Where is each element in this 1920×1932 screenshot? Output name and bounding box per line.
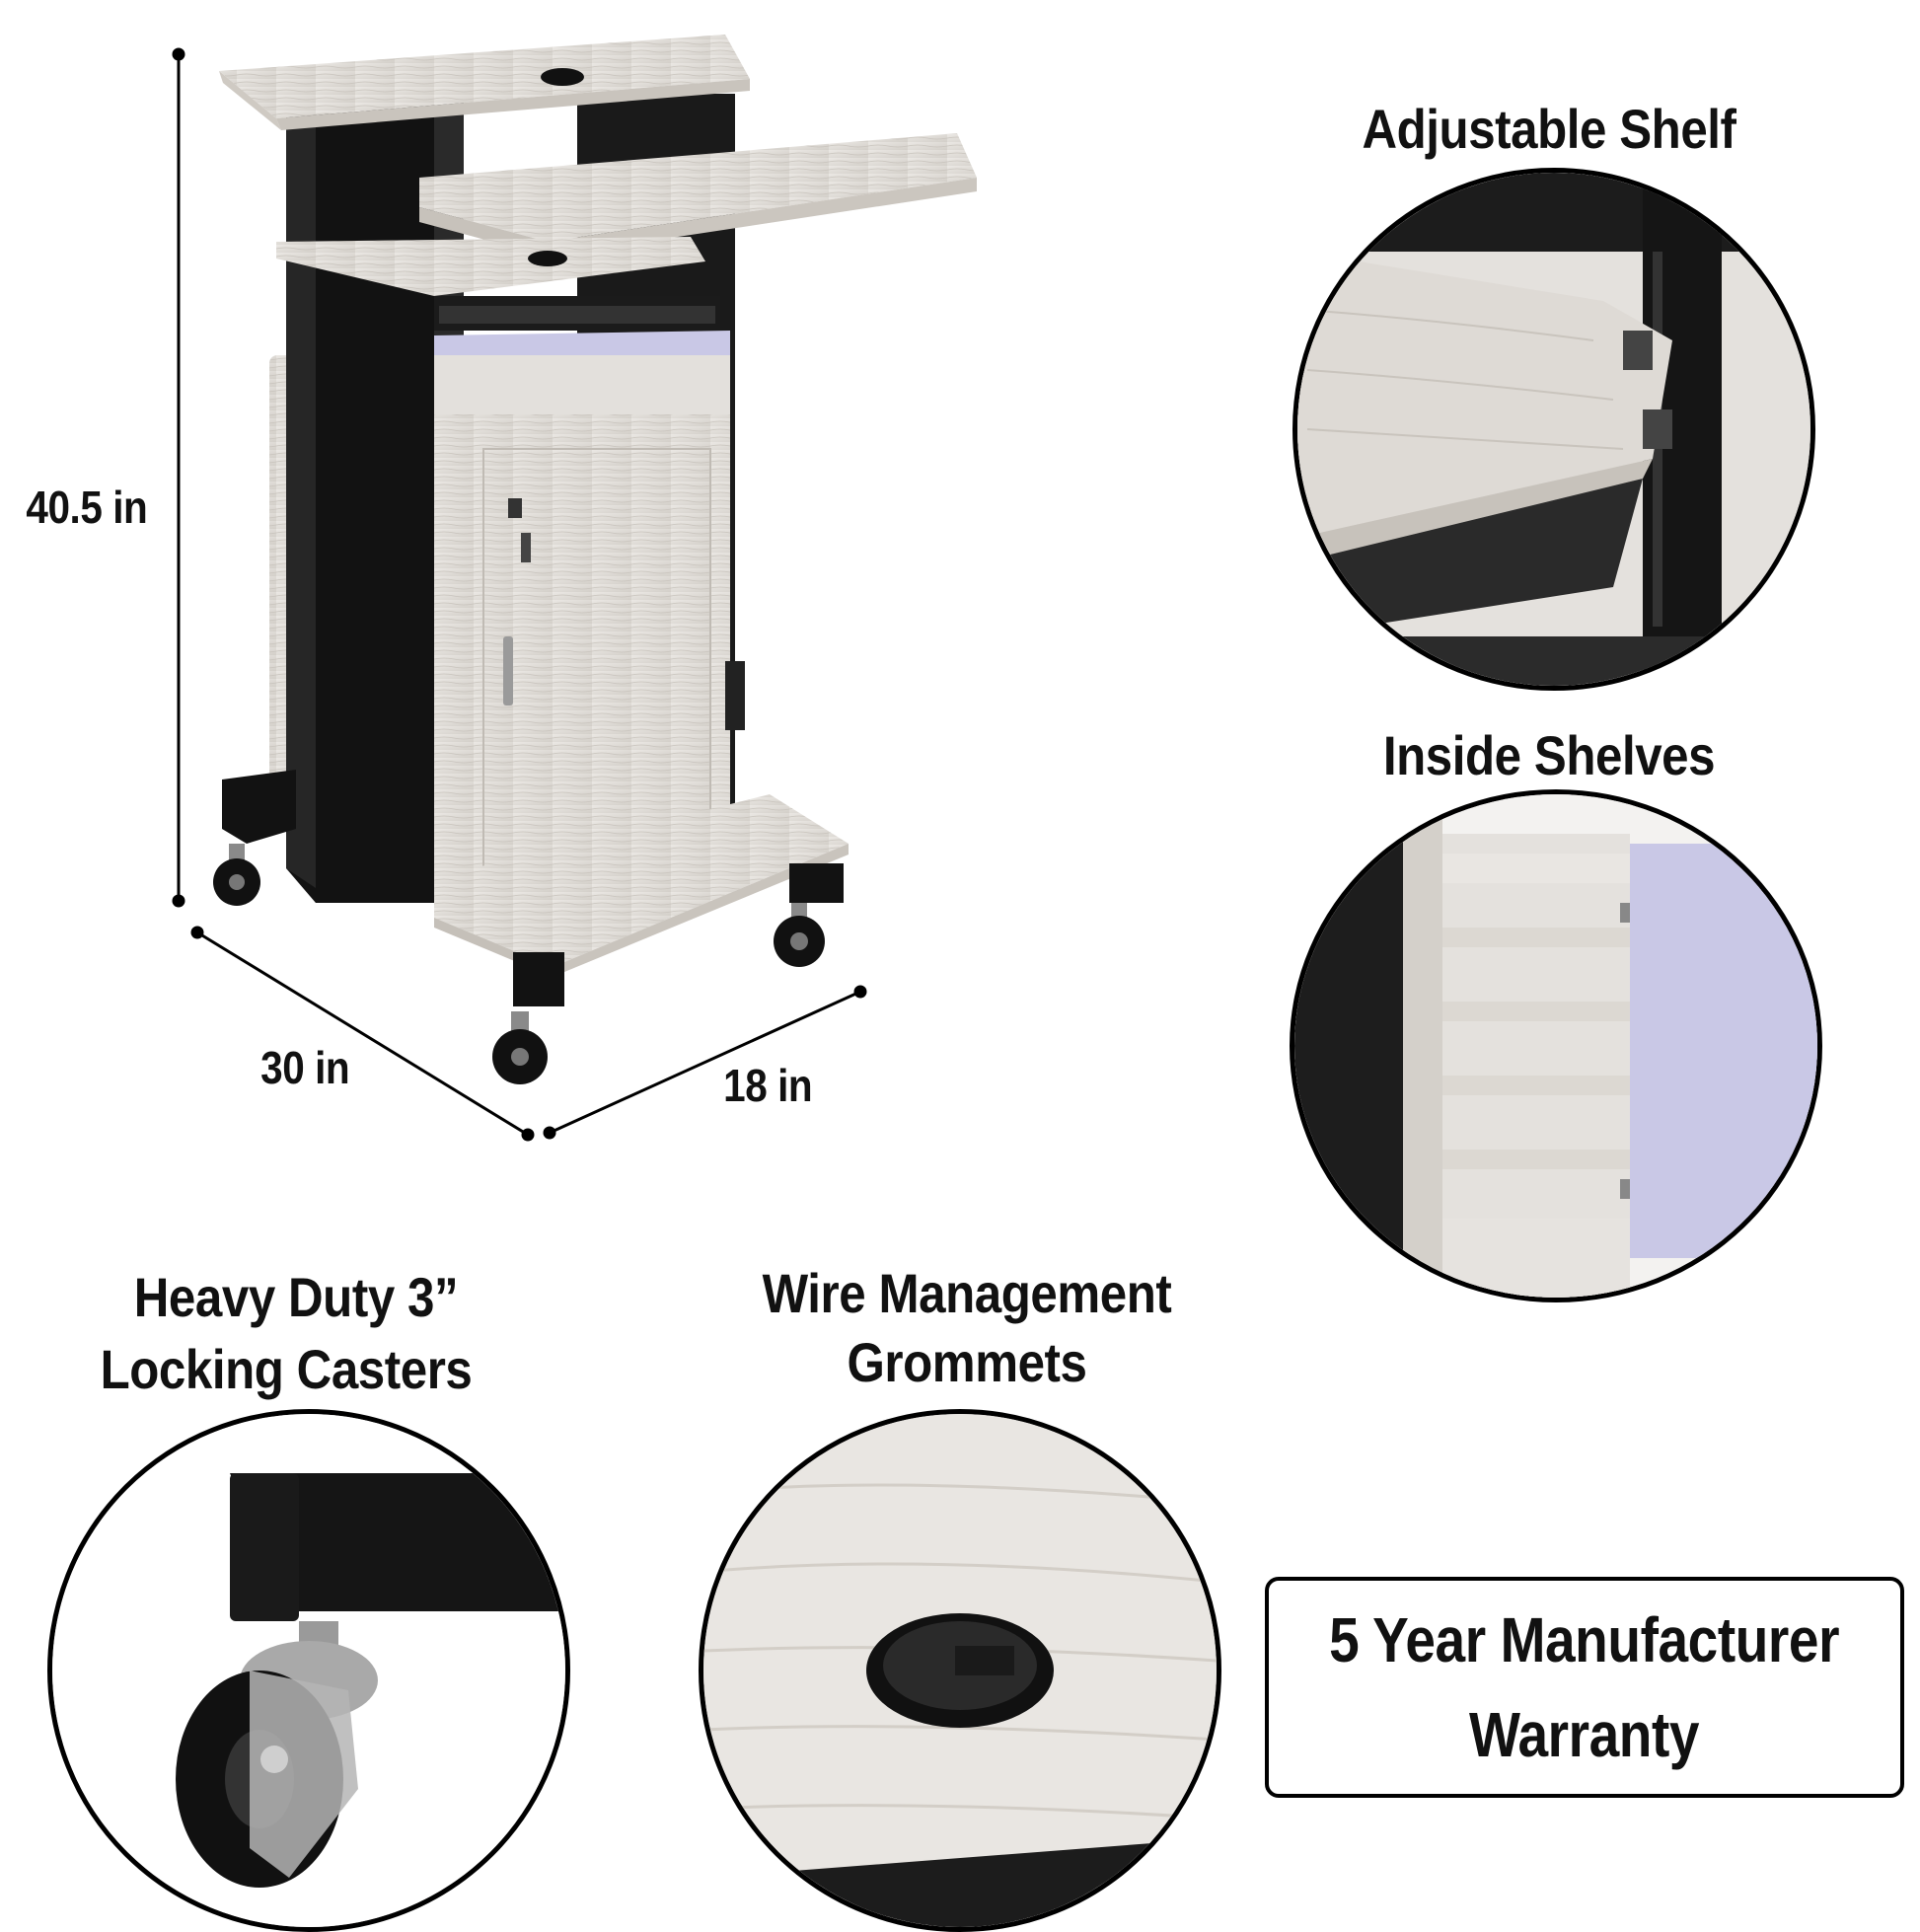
grommets-photo: [699, 1409, 1221, 1932]
casters-title-line1: Heavy Duty 3”: [133, 1266, 459, 1328]
casters-title-line2: Locking Casters: [100, 1338, 473, 1400]
adjustable-shelf-title: Adjustable Shelf: [1362, 98, 1736, 160]
pullout-shelf: [276, 237, 720, 331]
adjustable-shelf-photo: [1292, 168, 1815, 691]
grommets-title-line2: Grommets: [847, 1331, 1087, 1393]
warranty-box: 5 Year Manufacturer Warranty: [1265, 1577, 1904, 1798]
dimension-lines: [172, 47, 867, 1142]
caster-wheels: [213, 844, 825, 1084]
top-shelf: [219, 35, 750, 130]
cabinet: [434, 331, 745, 878]
warranty-line2: Warranty: [1469, 1699, 1700, 1770]
casters-photo: [47, 1409, 570, 1932]
warranty-line1: 5 Year Manufacturer: [1329, 1604, 1840, 1675]
height-dimension: 40.5 in: [26, 482, 148, 533]
depth-dimension: 30 in: [260, 1042, 350, 1093]
width-dimension: 18 in: [723, 1060, 813, 1111]
inside-shelves-photo: [1290, 789, 1822, 1302]
base-bars: [222, 770, 844, 1006]
inside-shelves-title: Inside Shelves: [1382, 724, 1716, 786]
product-illustration: [172, 35, 977, 1142]
grommets-title-line1: Wire Management: [762, 1262, 1172, 1324]
